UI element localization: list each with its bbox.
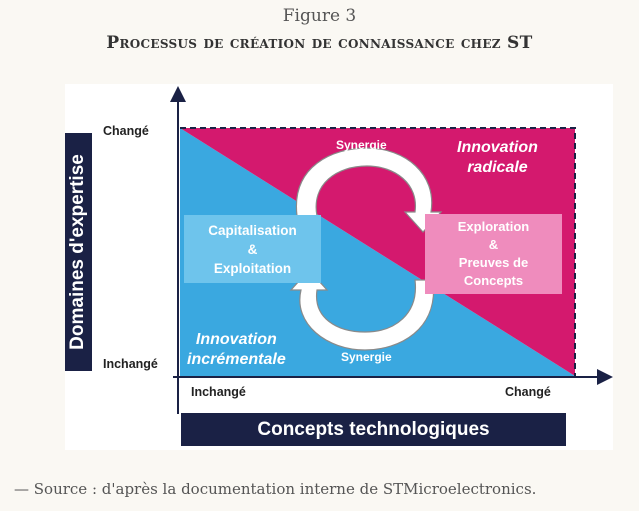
cycle-label-bottom: Synergie (341, 350, 392, 364)
capitalisation-line2: & (247, 241, 258, 257)
region-label-radical-line2: radicale (467, 159, 528, 176)
region-label-incremental-line2: incrémentale (187, 351, 286, 368)
y-axis-label: Domaines d'expertise (67, 154, 88, 350)
y-tick-bottom: Inchangé (103, 357, 158, 371)
y-axis-label-band (65, 133, 92, 371)
exploration-line4: Concepts (463, 273, 524, 288)
x-axis-label: Concepts technologiques (181, 413, 566, 446)
exploration-concepts-box: Exploration & Preuves de Concepts (425, 214, 562, 294)
capitalisation-line1: Capitalisation (208, 222, 297, 238)
figure-label: Figure 3 (282, 6, 357, 26)
region-label-radical-line1: Innovation (457, 139, 538, 156)
figure-source: — Source : d'après la documentation inte… (14, 480, 537, 498)
radical-innovation-region (180, 128, 575, 376)
capitalisation-line3: Exploitation (213, 260, 292, 276)
region-label-radical: Innovation radicale (457, 138, 538, 178)
figure-title: Processus de création de connaissance ch… (106, 33, 533, 53)
exploration-line3: Preuves de (458, 255, 529, 270)
knowledge-creation-diagram: Domaines d'expertise Changé Inchangé Inc… (65, 84, 613, 450)
region-label-incremental: Innovation incrémentale (187, 330, 286, 370)
cycle-arrow-bottom (289, 269, 435, 351)
y-tick-top: Changé (103, 124, 149, 138)
region-label-incremental-line1: Innovation (195, 331, 277, 348)
region-dashed-border (180, 127, 576, 376)
exploration-line2: & (488, 237, 499, 252)
exploration-line1: Exploration (457, 219, 530, 234)
x-tick-right: Changé (505, 385, 551, 399)
cycle-label-top: Synergie (336, 138, 387, 152)
x-tick-left: Inchangé (191, 385, 246, 399)
diagram-graphic (170, 86, 613, 414)
capitalisation-exploitation-box: Capitalisation & Exploitation (184, 215, 321, 283)
cycle-arrow-top (295, 147, 443, 233)
